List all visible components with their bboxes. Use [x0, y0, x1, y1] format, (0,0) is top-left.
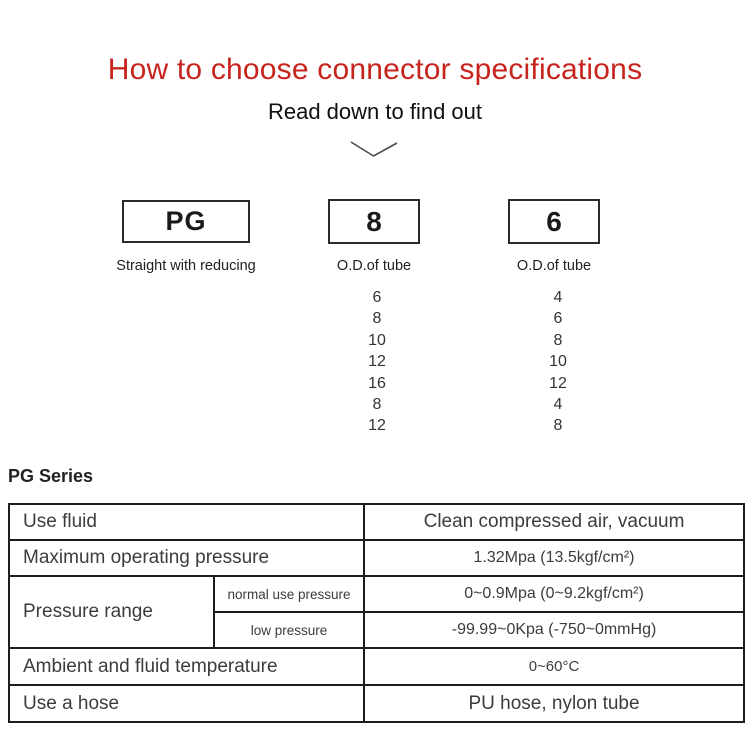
series-heading: PG Series — [8, 466, 94, 486]
table-row: Pressure range normal use pressure 0~0.9… — [8, 575, 746, 649]
tube-od-option: 16 — [368, 374, 386, 392]
tube-od-option: 10 — [549, 353, 567, 371]
tube-od-option: 8 — [372, 396, 382, 414]
tube-od-option: 4 — [553, 396, 563, 414]
spec-value-use-fluid: Clean compressed air, vacuum — [363, 503, 746, 541]
tube-od-option: 6 — [372, 289, 382, 306]
table-row: low pressure -99.99~0Kpa (-750~0mmHg) — [9, 611, 746, 649]
spec-box-tube-od-second: 6 — [508, 199, 600, 244]
tube-od-option: 8 — [553, 417, 563, 435]
spec-value-temperature: 0~60°C — [363, 647, 746, 686]
page-subtitle: Read down to find out — [267, 99, 483, 124]
table-row: Use a hose PU hose, nylon tube — [7, 684, 746, 723]
spec-box-8-code: 8 — [366, 205, 382, 237]
tube-od-options-second: 4 6 8 10 12 4 8 — [508, 287, 608, 437]
spec-value-max-pressure: 1.32Mpa (13.5kgf/cm²) — [363, 539, 746, 577]
spec-box-tube-od-first: 8 — [328, 199, 420, 244]
tube-od-option: 8 — [372, 310, 382, 328]
tube-od-option: 12 — [368, 353, 386, 371]
spec-box-8-label: O.D.of tube — [336, 258, 412, 274]
spec-value-hose: PU hose, nylon tube — [363, 684, 746, 723]
spec-box-6-code: 6 — [546, 205, 562, 237]
tube-od-option: 12 — [549, 374, 567, 392]
spec-value-normal-pressure: 0~0.9Mpa (0~9.2kgf/cm²) — [363, 575, 746, 613]
spec-box-pg: PG — [122, 200, 250, 243]
tube-od-option: 8 — [553, 331, 563, 349]
spec-label-temperature: Ambient and fluid temperature — [7, 647, 366, 686]
tube-od-option: 10 — [368, 331, 386, 349]
chevron-down-icon — [350, 141, 398, 157]
spec-sublabel-low-pressure: low pressure — [212, 611, 366, 649]
table-row: Ambient and fluid temperature 0~60°C — [7, 647, 746, 686]
table-row: Maximum operating pressure 1.32Mpa (13.5… — [7, 539, 746, 577]
spec-label-hose: Use a hose — [7, 684, 366, 723]
tube-od-option: 6 — [553, 310, 563, 328]
spec-box-pg-label: Straight with reducing — [116, 258, 256, 274]
tube-od-option: 4 — [553, 289, 563, 306]
pg-series-spec-table: Use fluid Clean compressed air, vacuum M… — [7, 503, 746, 723]
spec-value-low-pressure: -99.99~0Kpa (-750~0mmHg) — [363, 611, 746, 649]
spec-label-pressure-range: Pressure range — [8, 575, 215, 649]
page-title: How to choose connector specifications — [107, 53, 643, 86]
spec-box-6-label: O.D.of tube — [516, 258, 592, 274]
spec-box-pg-code: PG — [165, 206, 207, 236]
tube-od-option: 12 — [368, 417, 386, 435]
spec-label-use-fluid: Use fluid — [7, 503, 366, 541]
table-row: Use fluid Clean compressed air, vacuum — [7, 503, 746, 541]
spec-sublabel-normal-pressure: normal use pressure — [212, 575, 366, 613]
tube-od-options-first: 6 8 10 12 16 8 12 — [327, 287, 427, 437]
spec-label-max-pressure: Maximum operating pressure — [7, 539, 366, 577]
